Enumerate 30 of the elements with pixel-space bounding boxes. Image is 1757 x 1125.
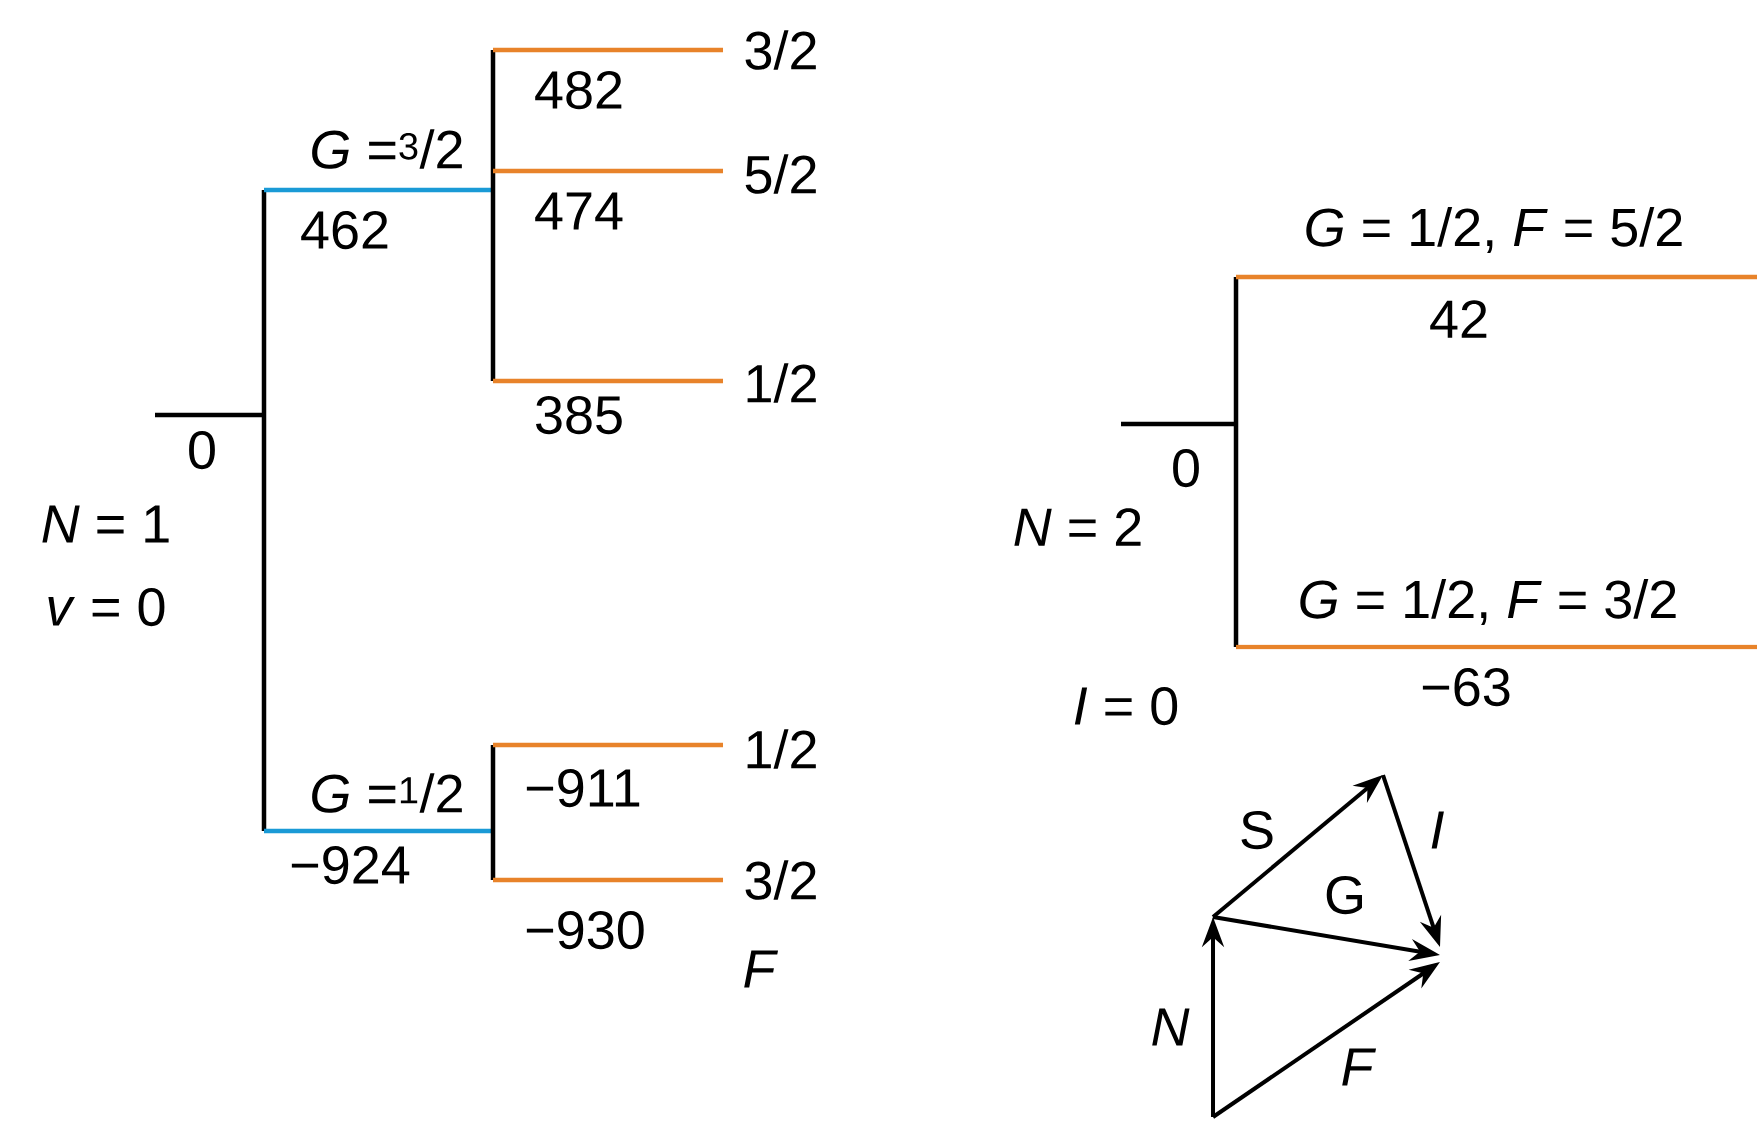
level-label: −911	[526, 768, 640, 808]
level-label: I	[1431, 811, 1444, 849]
level-label: v = 0	[48, 587, 165, 627]
level-label: 385	[536, 395, 622, 435]
level-label: G =$^{1}$/2	[312, 773, 462, 813]
level-label: 1/2	[747, 363, 816, 403]
level-label: S	[1241, 810, 1273, 850]
level-label: −930	[526, 910, 644, 950]
level-label: N = 2	[1014, 508, 1141, 546]
level-label: N = 1	[42, 505, 169, 543]
level-label: G	[1326, 875, 1362, 915]
level-label: G = 1/2, F = 3/2	[1300, 579, 1676, 625]
level-label: F	[1342, 1048, 1377, 1086]
level-label: 0	[189, 430, 215, 470]
level-label: 462	[301, 210, 388, 250]
level-label: 474	[535, 192, 623, 230]
level-label: −63	[1422, 667, 1510, 707]
level-label: 0	[1173, 448, 1199, 488]
level-label: 482	[535, 70, 622, 110]
level-label: 3/2	[745, 860, 816, 900]
level-label: F	[744, 950, 779, 988]
level-label: 1/2	[747, 729, 816, 769]
level-label: 5/2	[745, 154, 816, 194]
level-label: G =$^{3}$/2	[312, 129, 462, 169]
level-label: −924	[291, 845, 410, 885]
level-label: N	[1152, 1008, 1190, 1046]
level-label: I = 0	[1074, 686, 1178, 726]
level-label: 3/2	[745, 30, 816, 70]
level-label: 42	[1430, 300, 1487, 338]
level-label: G = 1/2, F = 5/2	[1306, 207, 1682, 253]
